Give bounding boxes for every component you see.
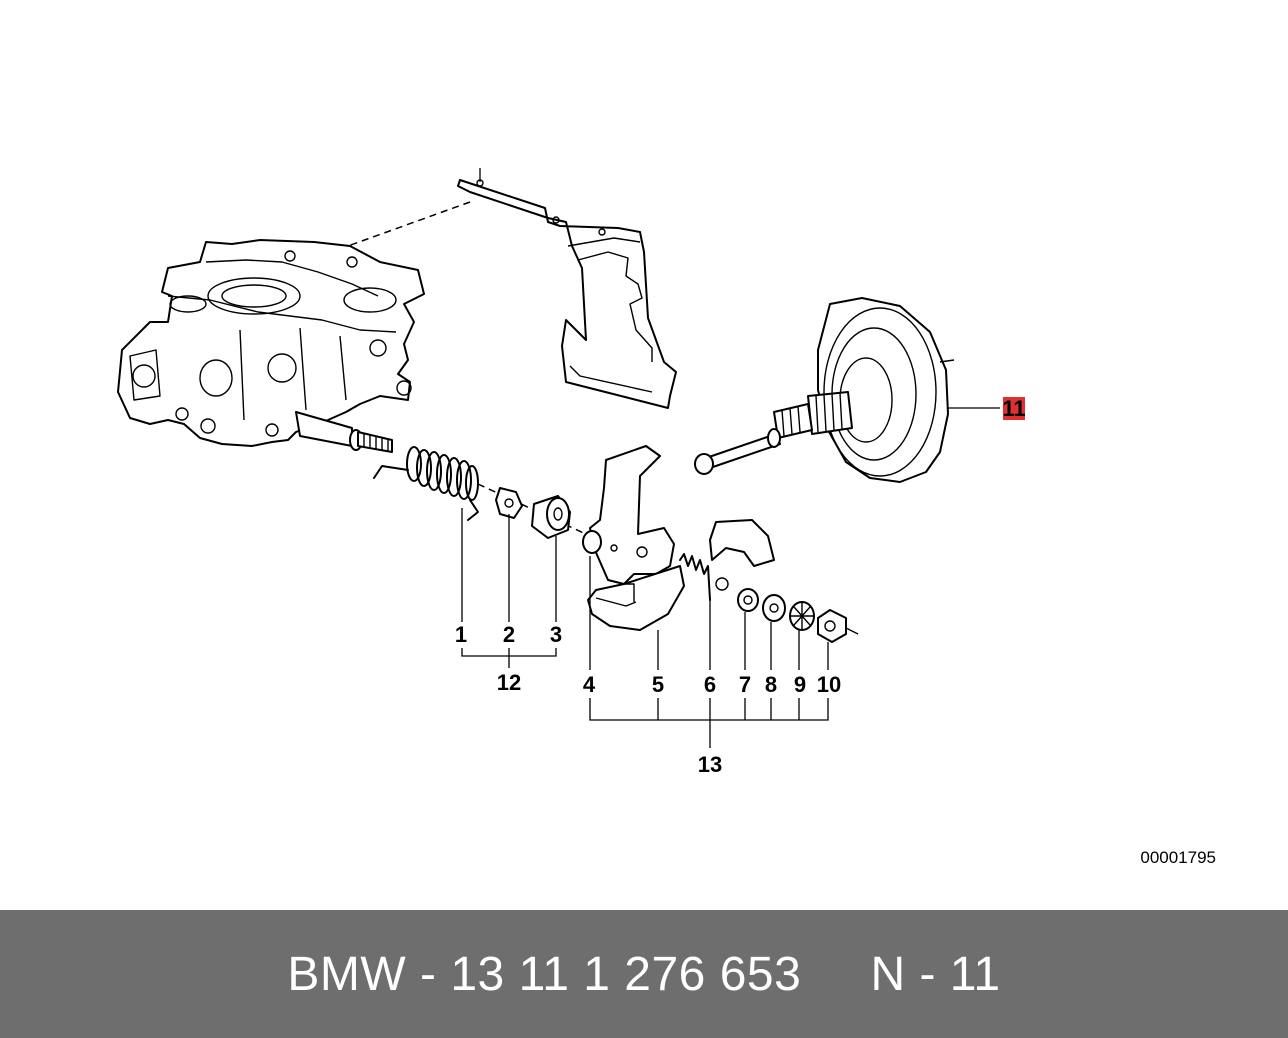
part-number-text: BMW - 13 11 1 276 653 N - 11: [287, 947, 1001, 1001]
callout-2[interactable]: 2: [503, 622, 515, 647]
part-9-lock-washer: [789, 601, 815, 631]
part-10-nut: [817, 609, 859, 643]
callout-9[interactable]: 9: [794, 672, 806, 697]
bracket-leader-dashed: [347, 201, 471, 247]
drawing-number: 00001795: [1140, 848, 1216, 867]
part-11-vacuum-unit: [694, 297, 955, 483]
callout-labels: 1 2 3 12 4 5 6 7 8 9 10 13 11: [455, 396, 1026, 777]
callout-10[interactable]: 10: [817, 672, 841, 697]
callout-6[interactable]: 6: [704, 672, 716, 697]
callout-4[interactable]: 4: [583, 672, 596, 697]
part-7-spacer: [737, 588, 759, 612]
parts-diagram: 1 2 3 12 4 5 6 7 8 9 10 13 11 00001795: [117, 168, 1216, 867]
part-2-washer: [495, 487, 523, 519]
carburettor-body: [117, 239, 425, 453]
callout-5[interactable]: 5: [652, 672, 664, 697]
callout-1[interactable]: 1: [455, 622, 467, 647]
part-5-cam: [587, 565, 685, 631]
callout-12[interactable]: 12: [497, 670, 521, 695]
part-3-bushing: [531, 495, 571, 539]
callout-11-highlighted[interactable]: 11: [1002, 396, 1025, 421]
callout-13[interactable]: 13: [698, 752, 722, 777]
part-1-spring: [373, 446, 479, 521]
callout-3[interactable]: 3: [550, 622, 562, 647]
callout-7[interactable]: 7: [739, 672, 751, 697]
callout-8[interactable]: 8: [765, 672, 777, 697]
highlight-box: [1003, 397, 1025, 420]
part-arc-segment: [709, 519, 775, 591]
part-8-washer: [762, 594, 786, 622]
part-4-lever: [582, 445, 675, 585]
mounting-bracket: [457, 168, 677, 409]
part-number-footer: BMW - 13 11 1 276 653 N - 11: [0, 910, 1288, 1038]
part-6-spring: [679, 553, 711, 601]
leader-lines: [461, 407, 1000, 748]
